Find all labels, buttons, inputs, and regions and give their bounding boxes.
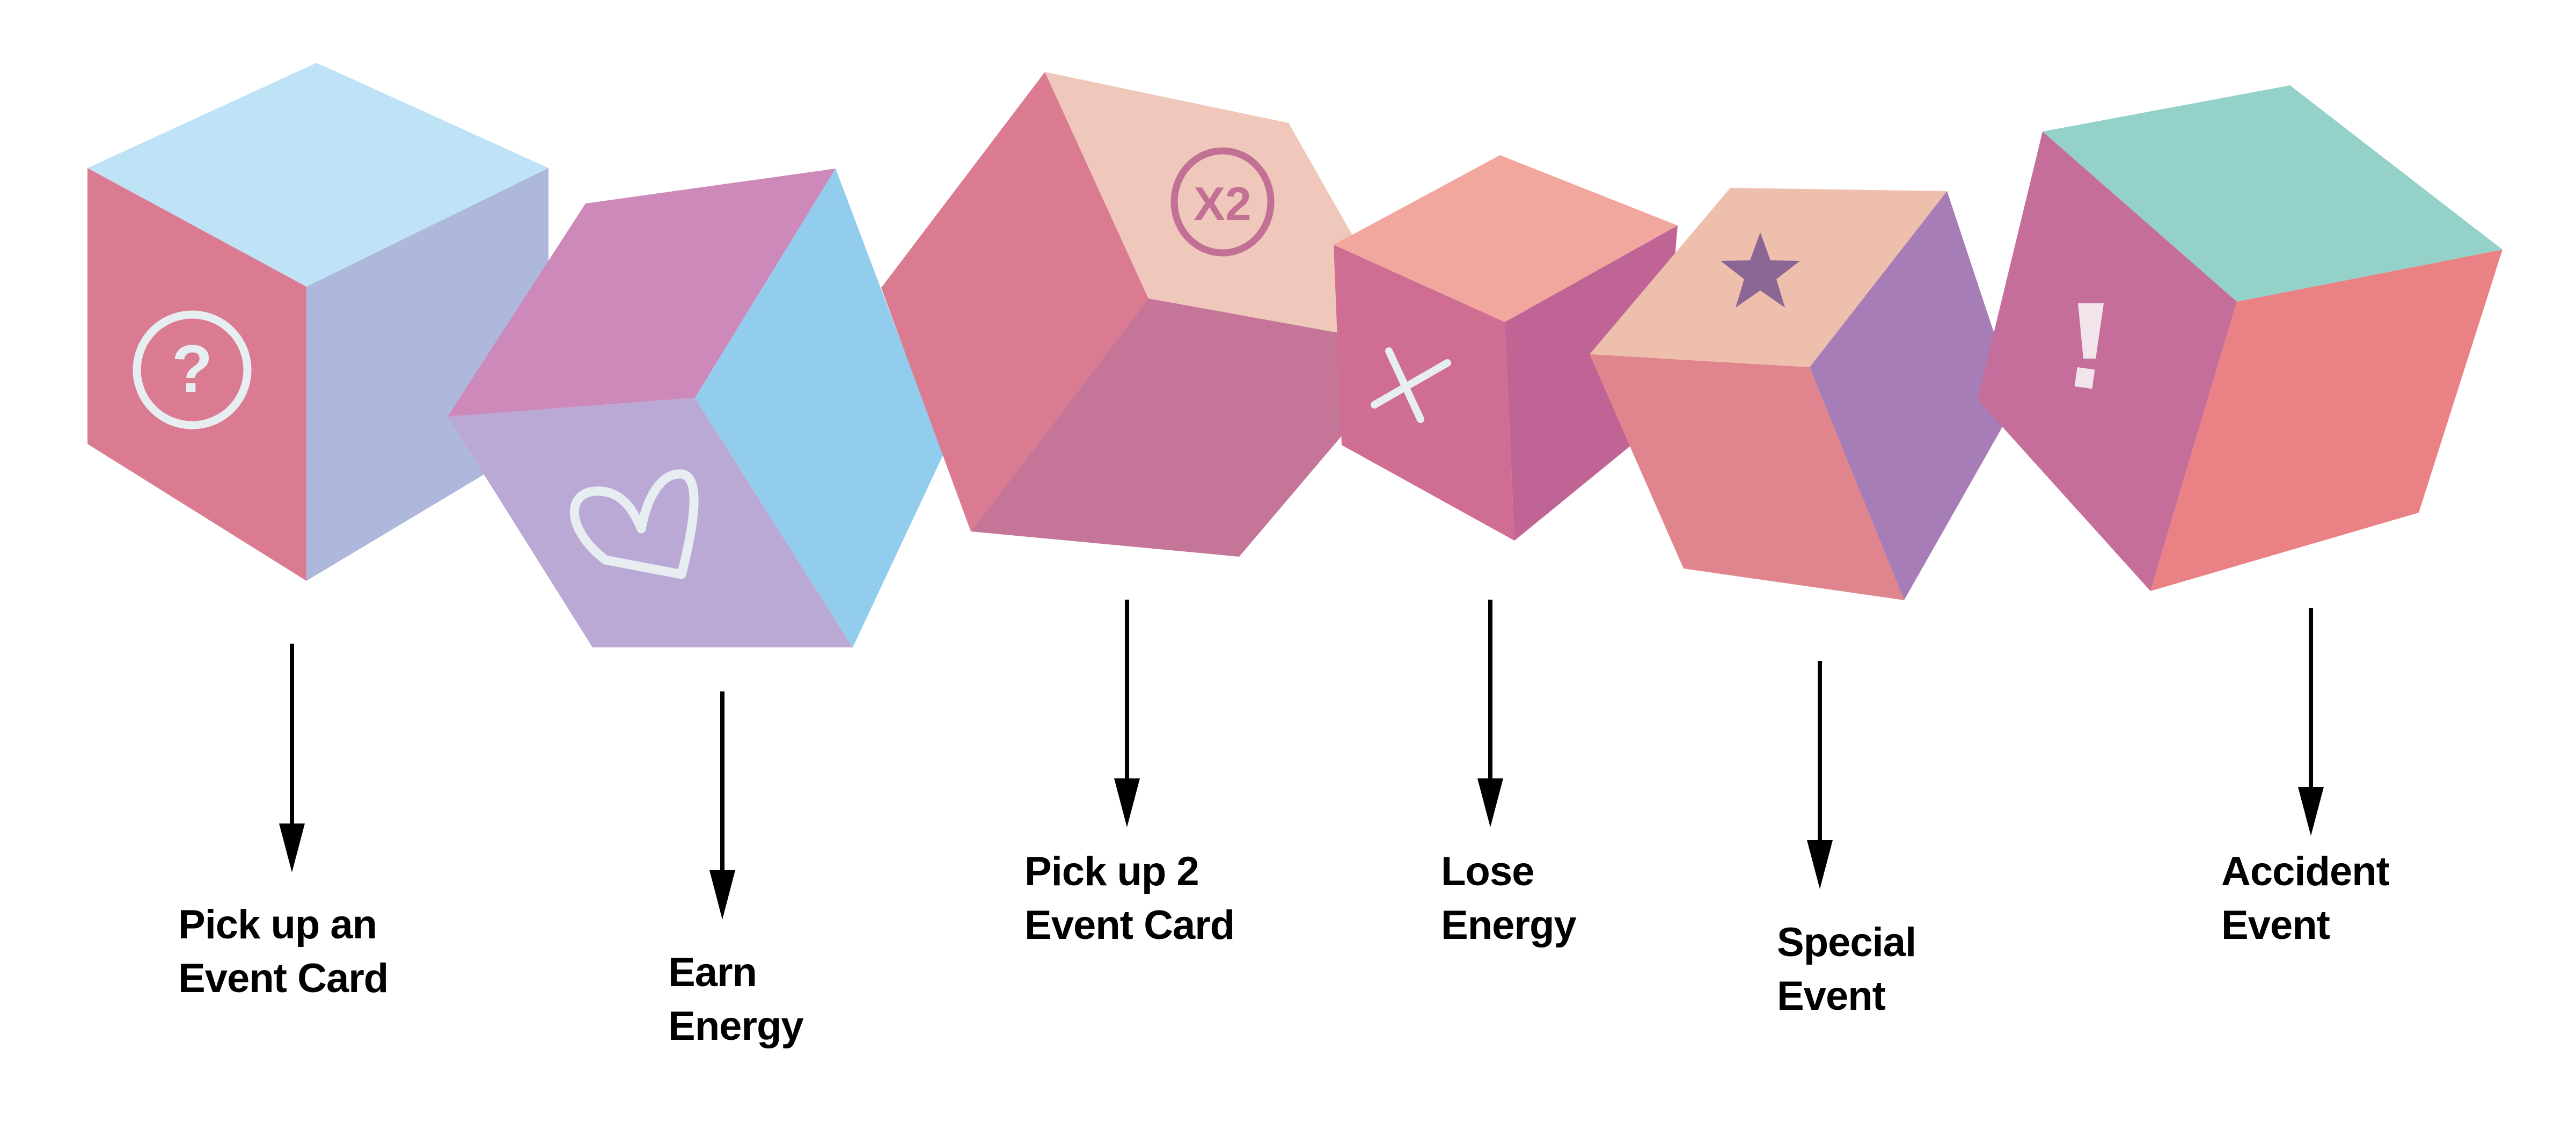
star-icon bbox=[1721, 232, 1800, 308]
exclamation-icon bbox=[2074, 303, 2104, 389]
label-line: Energy bbox=[1441, 902, 1576, 948]
question-mark-glyph: ? bbox=[172, 332, 213, 406]
arrows bbox=[279, 600, 2324, 920]
labels: Pick up an Event Card Earn Energy Pick u… bbox=[178, 849, 2400, 1049]
label-pick-up-2-event-card: Pick up 2 Event Card bbox=[1024, 849, 1234, 948]
label-line: Event Card bbox=[178, 956, 388, 1001]
x2-circle-icon: X2 bbox=[1170, 147, 1275, 257]
die-face-right bbox=[2150, 250, 2502, 591]
arrow-pick-up-event-card bbox=[279, 644, 305, 872]
die-face-right bbox=[306, 168, 548, 581]
label-line: Lose bbox=[1441, 849, 1534, 894]
x-cross-icon bbox=[1371, 347, 1451, 423]
x2-glyph: X2 bbox=[1194, 177, 1252, 230]
label-line: Event bbox=[1777, 973, 1886, 1019]
die-face-left bbox=[87, 168, 306, 581]
question-mark-circle-icon: ? bbox=[133, 310, 252, 429]
arrow-lose-energy bbox=[1477, 600, 1503, 827]
heart-icon bbox=[569, 469, 699, 579]
die-face-top bbox=[1045, 72, 1352, 333]
label-earn-energy: Earn Energy bbox=[668, 950, 803, 1049]
label-line: Pick up 2 bbox=[1024, 849, 1199, 894]
die-face-top bbox=[87, 63, 548, 287]
die-face-top bbox=[1334, 155, 1678, 322]
label-special-event: Special Event bbox=[1777, 920, 1927, 1019]
label-line: Event Card bbox=[1024, 902, 1234, 948]
die-face-left bbox=[1978, 132, 2237, 591]
arrow-earn-energy bbox=[709, 691, 735, 920]
die-face-top bbox=[2043, 85, 2502, 302]
die-face-left bbox=[881, 72, 1148, 531]
arrow-pick-up-2-event-card bbox=[1114, 600, 1140, 827]
label-line: Energy bbox=[668, 1003, 803, 1049]
label-line: Accident bbox=[2221, 849, 2390, 894]
label-line: Event bbox=[2221, 902, 2330, 948]
die-accident-event bbox=[1978, 85, 2502, 591]
die-face-left bbox=[1334, 245, 1514, 541]
die-pick-up-2-event-card: X2 bbox=[881, 72, 1352, 557]
die-face-right bbox=[695, 169, 943, 647]
die-face-top bbox=[448, 169, 836, 417]
arrow-accident-event bbox=[2298, 608, 2324, 836]
label-lose-energy: Lose Energy bbox=[1441, 849, 1576, 948]
label-line: Earn bbox=[668, 950, 757, 995]
die-special-event bbox=[1590, 188, 2017, 600]
die-face-front bbox=[1590, 354, 1904, 600]
die-earn-energy bbox=[448, 169, 943, 647]
label-accident-event: Accident Event bbox=[2221, 849, 2400, 948]
die-face-front bbox=[971, 298, 1342, 557]
die-face-right bbox=[1810, 191, 2017, 600]
label-pick-up-event-card: Pick up an Event Card bbox=[178, 902, 388, 1001]
label-line: Special bbox=[1777, 920, 1916, 965]
die-face-front bbox=[448, 398, 853, 647]
die-pick-up-event-card: ? bbox=[87, 63, 548, 581]
arrow-special-event bbox=[1807, 661, 1833, 889]
label-line: Pick up an bbox=[178, 902, 377, 948]
